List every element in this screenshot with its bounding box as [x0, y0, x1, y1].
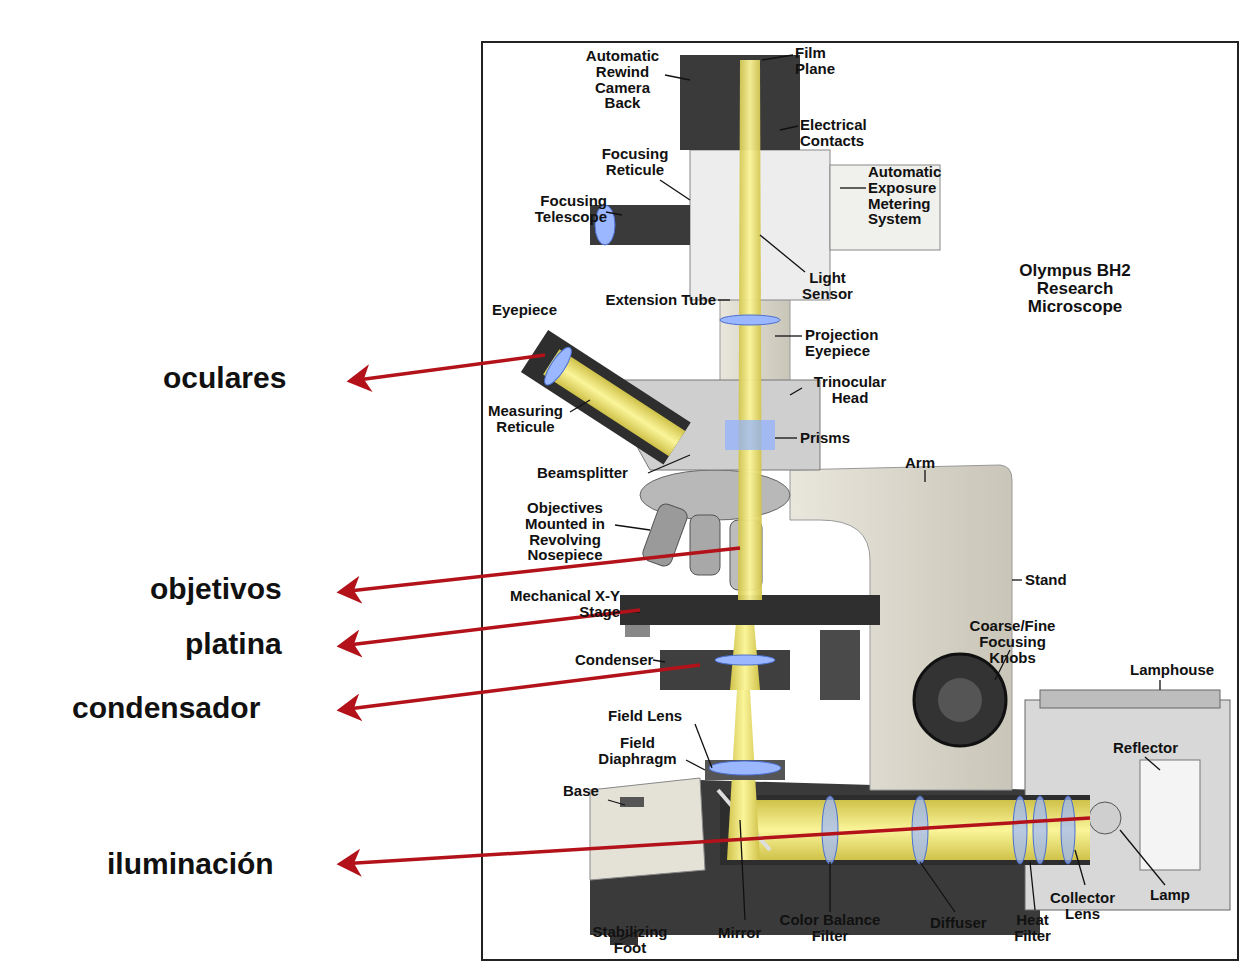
- callout-label: objetivos: [150, 573, 340, 605]
- callout-label: oculares: [163, 362, 353, 394]
- projection-eyepiece: [720, 315, 780, 325]
- callout-arrows: [340, 355, 1090, 864]
- lens: [822, 796, 838, 864]
- part-label: Beamsplitter: [537, 465, 652, 481]
- leader-lines: [570, 55, 1165, 940]
- lens: [1033, 796, 1047, 864]
- part-label: Projection Eyepiece: [805, 327, 900, 359]
- part-label: Lamphouse: [1130, 662, 1230, 678]
- part-label: Lamp: [1150, 887, 1210, 903]
- stage-knob: [625, 625, 650, 637]
- light-path: [738, 60, 762, 600]
- field-lens: [709, 761, 781, 775]
- part-label: Stabilizing Foot: [585, 924, 675, 956]
- prisms: [725, 420, 775, 450]
- base-slot: [620, 797, 644, 807]
- part-label: Field Lens: [608, 708, 698, 724]
- base-front: [590, 778, 705, 880]
- part-label: Heat Filter: [1005, 912, 1060, 944]
- focus-knob: [914, 654, 1006, 746]
- part-label: Condenser: [575, 652, 660, 668]
- part-label: Extension Tube: [596, 292, 716, 308]
- part-label: Diffuser: [930, 915, 1005, 931]
- reflector: [1140, 760, 1200, 870]
- field-diaphragm: [705, 760, 785, 780]
- part-label: Mirror: [718, 925, 778, 941]
- part-label: Field Diaphragm: [590, 735, 685, 767]
- title-label: Olympus BH2 Research Microscope: [1000, 262, 1150, 316]
- frame: [482, 42, 1238, 960]
- condenser-holder: [820, 630, 860, 700]
- part-label: Electrical Contacts: [800, 117, 900, 149]
- part-label: Coarse/Fine Focusing Knobs: [955, 618, 1070, 665]
- part-label: Automatic Rewind Camera Back: [575, 48, 670, 111]
- lens: [1013, 796, 1027, 864]
- part-label: Reflector: [1113, 740, 1203, 756]
- condenser: [660, 650, 790, 690]
- callout-label: iluminación: [107, 848, 337, 880]
- part-label: Prisms: [800, 430, 870, 446]
- part-label: Focusing Telescope: [512, 193, 607, 225]
- part-label: Collector Lens: [1040, 890, 1125, 922]
- part-label: Light Sensor: [790, 270, 865, 302]
- callout-label: platina: [185, 628, 335, 660]
- part-label: Focusing Reticule: [585, 146, 685, 178]
- lens: [540, 344, 576, 389]
- fine-knob: [938, 678, 982, 722]
- lamp: [1089, 802, 1121, 834]
- part-label: Color Balance Filter: [775, 912, 885, 944]
- eyepiece-tube: [521, 330, 691, 465]
- part-label: Automatic Exposure Metering System: [868, 164, 968, 227]
- part-label: Objectives Mounted in Revolving Nosepiec…: [515, 500, 615, 563]
- callout-label: condensador: [72, 692, 342, 724]
- lamphouse-top: [1040, 690, 1220, 708]
- objective: [690, 515, 720, 575]
- part-label: Stand: [1025, 572, 1085, 588]
- part-label: Base: [563, 783, 613, 799]
- part-label: Measuring Reticule: [478, 403, 573, 435]
- part-label: Mechanical X-Y Stage: [500, 588, 620, 620]
- condenser-lens: [715, 655, 775, 665]
- part-label: Eyepiece: [492, 302, 582, 318]
- part-label: Arm: [905, 455, 955, 471]
- part-label: Film Plane: [795, 45, 865, 77]
- lens: [1061, 796, 1075, 864]
- part-label: Trinocular Head: [800, 374, 900, 406]
